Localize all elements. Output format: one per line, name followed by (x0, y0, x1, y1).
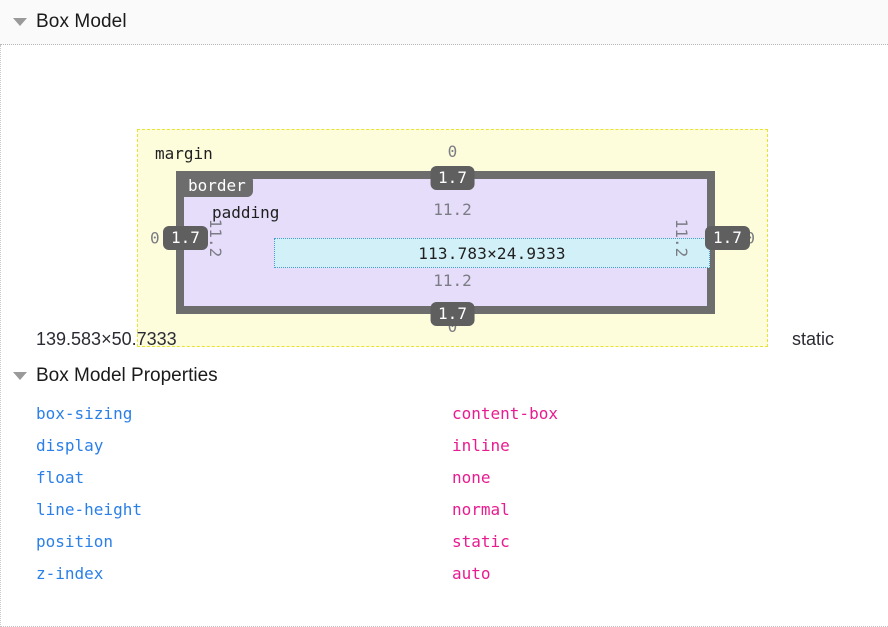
property-value: content-box (452, 403, 558, 423)
property-value: static (452, 531, 510, 551)
property-value: auto (452, 563, 491, 583)
property-row[interactable]: float none (0, 461, 888, 493)
property-value: inline (452, 435, 510, 455)
property-row[interactable]: z-index auto (0, 557, 888, 589)
box-model-diagram: margin 0 0 0 0 border padding 113.783×24… (0, 45, 888, 347)
border-bottom-value[interactable]: 1.7 (430, 302, 475, 326)
border-right-value[interactable]: 1.7 (705, 226, 750, 250)
element-dimensions: 139.583×50.7333 (36, 328, 177, 349)
property-value: normal (452, 499, 510, 519)
border-top-value[interactable]: 1.7 (430, 166, 475, 190)
margin-region[interactable]: margin 0 0 0 0 border padding 113.783×24… (137, 129, 768, 347)
border-left-value[interactable]: 1.7 (163, 226, 208, 250)
margin-region-label: margin (155, 144, 213, 163)
property-row[interactable]: line-height normal (0, 493, 888, 525)
property-name: z-index (36, 563, 104, 583)
panel-left-edge (0, 45, 1, 627)
padding-top-value[interactable]: 11.2 (433, 200, 472, 219)
margin-bottom-value: 0 (447, 317, 458, 336)
page-title: Box Model (36, 11, 127, 32)
box-model-properties-header[interactable]: Box Model Properties (0, 358, 888, 393)
element-position: static (791, 328, 834, 349)
border-region[interactable]: border padding 113.783×24.9333 (176, 171, 715, 314)
property-name: float (36, 467, 85, 487)
triangle-down-icon[interactable] (13, 18, 27, 26)
element-size-row: 139.583×50.7333 static (0, 320, 888, 358)
margin-right-value: 0 (745, 228, 755, 248)
property-list: box-sizing content-box display inline float n… (0, 393, 888, 589)
content-region[interactable]: 113.783×24.9333 (274, 238, 710, 268)
padding-right-value[interactable]: 11.2 (671, 218, 691, 258)
property-value: none (452, 467, 491, 487)
property-row[interactable]: position static (0, 525, 888, 557)
property-name: line-height (36, 499, 142, 519)
property-name: display (36, 435, 104, 455)
padding-left-value[interactable]: 11.2 (205, 218, 225, 258)
margin-top-value: 0 (447, 142, 458, 161)
triangle-down-icon[interactable] (13, 371, 27, 380)
property-row[interactable]: display inline (0, 429, 888, 461)
box-model-panel-header[interactable]: Box Model (0, 0, 888, 45)
content-size-label: 113.783×24.9333 (418, 243, 566, 263)
border-region-label: border (180, 175, 253, 197)
property-name: position (36, 531, 114, 551)
property-name: box-sizing (36, 403, 133, 423)
box-model-properties-title: Box Model Properties (36, 364, 218, 386)
margin-left-value: 0 (150, 228, 160, 248)
padding-region-label: padding (212, 203, 280, 222)
property-row[interactable]: box-sizing content-box (0, 397, 888, 429)
padding-bottom-value[interactable]: 11.2 (433, 271, 472, 290)
